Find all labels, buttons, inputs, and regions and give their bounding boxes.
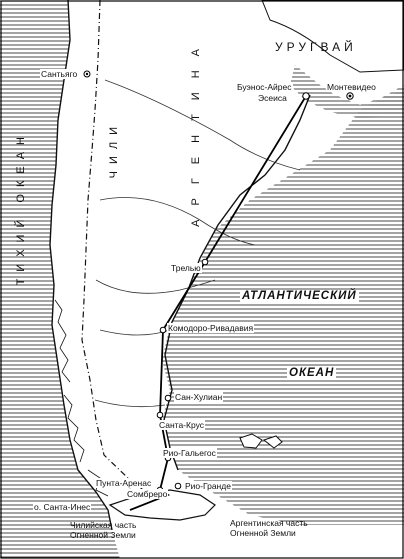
city-ezeiza: Эсеиса <box>257 93 288 103</box>
city-san-julian: Сан-Хулиан <box>174 392 224 402</box>
chile-coastline <box>49 0 113 531</box>
ocean-pacific: ТИХИЙ ОКЕАН <box>15 130 27 286</box>
chile-argentina-border <box>81 0 151 496</box>
city-rio-grande: Рио-Гранде <box>184 481 232 491</box>
pacific-ocean <box>0 0 120 559</box>
ocean-atlantic-line1: АТЛАНТИЧЕСКИЙ <box>240 290 359 302</box>
country-uruguay: УРУГВАЙ <box>275 40 357 54</box>
city-montevideo: Монтевидео <box>326 82 377 92</box>
city-buenos-aires: Буэнос-Айрес <box>236 82 293 92</box>
falkland-islands <box>239 433 283 449</box>
arg-part-line2: Огненной Земли <box>230 528 296 538</box>
chile-part-line1: Чилийская часть <box>70 520 137 530</box>
arg-part-line1: Аргентинская часть <box>230 518 308 528</box>
atlantic-ocean <box>162 85 404 525</box>
city-punta-arenas: Пунта-Аренас <box>95 478 153 488</box>
city-trelew: Трелью <box>170 263 202 273</box>
city-sombrero: Сомбреро <box>126 489 169 499</box>
city-santa-cruz: Санта-Крус <box>158 420 205 430</box>
island-santa-ines: о. Санта-Инес <box>33 502 92 512</box>
country-argentina: АРГЕНТИНА <box>190 35 202 227</box>
rio-de-la-plata <box>290 65 404 118</box>
chile-part-line2: Огненной Земли <box>70 530 136 540</box>
atlantic-coastline <box>163 94 311 471</box>
city-santiago: Сантьяго <box>40 69 79 79</box>
country-chile: ЧИЛИ <box>108 120 120 179</box>
ocean-atlantic-line2: ОКЕАН <box>287 367 337 379</box>
city-comodoro-rivadavia: Комодоро-Ривадавия <box>167 323 255 333</box>
city-rio-gallegos: Рио-Гальегос <box>162 448 217 458</box>
